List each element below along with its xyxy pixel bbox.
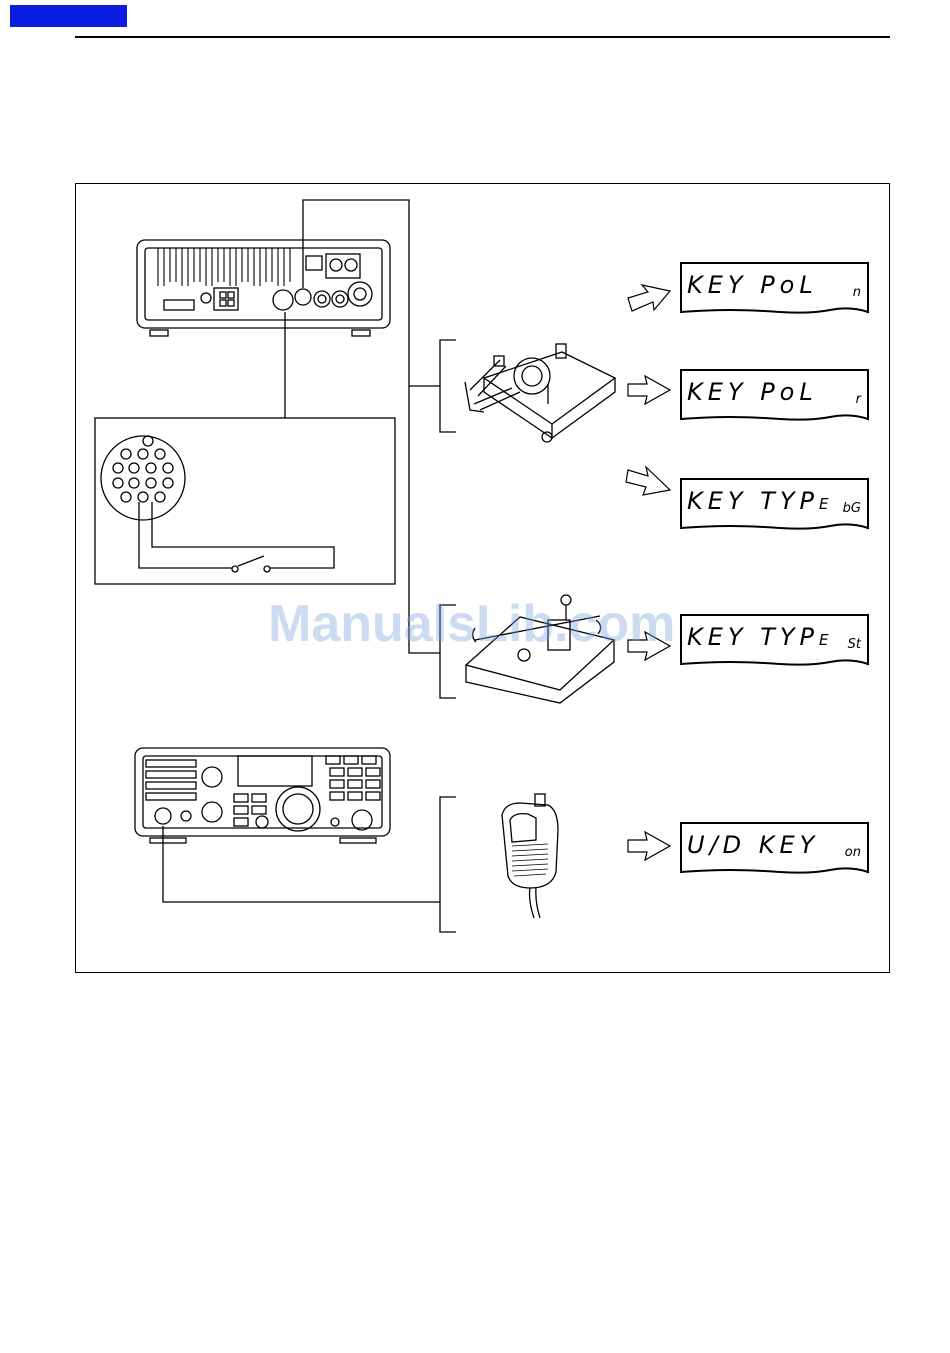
lcd-main-text: U/D KEY xyxy=(687,831,819,859)
hand-mic-icon xyxy=(502,794,558,918)
lcd-main-part: KEY TYP xyxy=(687,623,819,651)
lcd-main-text: KEY TYPE xyxy=(687,487,828,515)
lcd-sub-text: n xyxy=(853,285,861,300)
lcd-main-part: KEY TYP xyxy=(687,487,819,515)
lcd-display-3: KEY TYPE bG xyxy=(680,478,869,532)
lcd-display-4: KEY TYPE St xyxy=(680,614,869,668)
lcd-main-text: KEY PoL xyxy=(687,378,818,406)
lcd-main-text: KEY PoL xyxy=(687,271,818,299)
lcd-display-2: KEY PoL r xyxy=(680,369,869,423)
lcd-main-text: KEY TYPE xyxy=(687,623,828,651)
watermark: ManualsLib.com xyxy=(268,594,675,654)
lcd-sub-text: on xyxy=(845,845,861,860)
connector-pinout-icon xyxy=(101,436,185,520)
lcd-sub-text: St xyxy=(848,637,861,652)
front-panel-icon xyxy=(135,748,390,843)
arrow-icon xyxy=(626,285,670,860)
lcd-display-5: U/D KEY on xyxy=(680,822,869,876)
lcd-main-small: E xyxy=(819,631,828,649)
lcd-sub-text: r xyxy=(856,392,861,407)
paddle-icon xyxy=(465,344,615,442)
rear-panel-icon xyxy=(137,240,390,336)
lcd-sub-text: bG xyxy=(843,501,861,516)
lcd-main-small: E xyxy=(819,495,828,513)
lcd-display-1: KEY PoL n xyxy=(680,262,869,316)
